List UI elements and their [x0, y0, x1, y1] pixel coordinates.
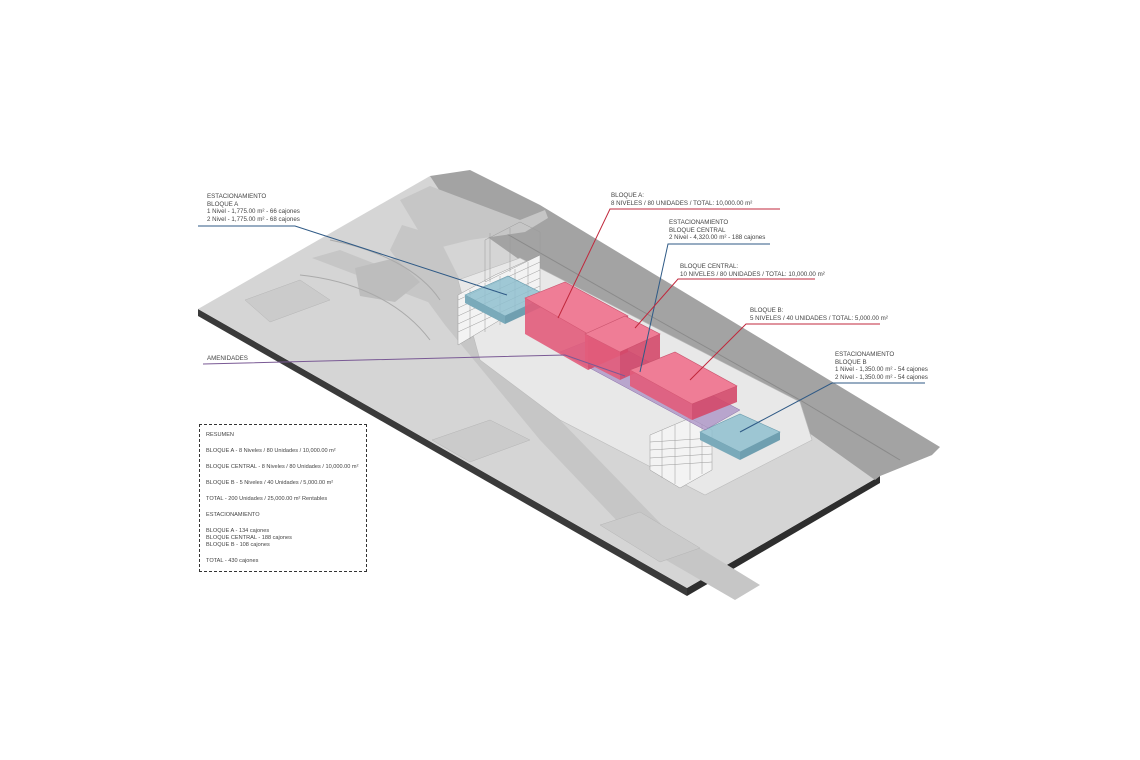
city-block-3 [244, 279, 331, 323]
parking-block-b [699, 413, 781, 460]
city-block-2 [599, 511, 701, 563]
summary-parking-total: TOTAL - 430 cajones [206, 558, 259, 564]
label-estacionamiento-a: ESTACIONAMIENTO BLOQUE A 1 Nivel - 1,775… [207, 193, 300, 223]
housing-block-central [584, 315, 661, 380]
label-bloque-a: BLOQUE A: 8 NIVELES / 80 UNIDADES / TOTA… [611, 192, 753, 207]
leader-bloque-a [557, 208, 780, 319]
leader-est-b [739, 382, 925, 433]
leader-lines [198, 208, 925, 433]
road-curve [329, 239, 441, 301]
hillside-road-edge [499, 229, 901, 461]
city-block-1 [431, 419, 531, 463]
label-bloque-central: BLOQUE CENTRAL: 10 NIVELES / 80 UNIDADES… [680, 263, 825, 278]
leader-bloque-b [689, 323, 880, 381]
summary-parking-a: BLOQUE A - 134 cajones [206, 528, 270, 534]
summary-parking-b: BLOQUE B - 108 cajones [206, 542, 270, 548]
label-estacionamiento-central: ESTACIONAMIENTO BLOQUE CENTRAL 2 Nivel -… [669, 219, 766, 242]
site-base-side-right [687, 476, 880, 596]
hillside-strip [430, 170, 940, 480]
summary-bloque-a: BLOQUE A - 8 Niveles / 80 Unidades / 10,… [206, 448, 336, 454]
site-base-side-left [198, 309, 687, 596]
housing-block-b [629, 351, 738, 420]
leader-amenidades [202, 354, 626, 377]
summary-bloque-central: BLOQUE CENTRAL - 8 Niveles / 80 Unidades… [206, 464, 359, 470]
label-amenidades: AMENIDADES [207, 355, 248, 362]
road-upper [400, 186, 548, 250]
leader-est-a [198, 225, 508, 296]
summary-parking-central: BLOQUE CENTRAL - 188 cajones [206, 535, 292, 541]
label-bloque-b: BLOQUE B: 5 NIVELES / 40 UNIDADES / TOTA… [750, 307, 888, 322]
summary-box: RESUMEN BLOQUE A - 8 Niveles / 80 Unidad… [199, 424, 367, 572]
leader-est-central [639, 243, 770, 373]
summary-title: RESUMEN [206, 432, 234, 438]
label-estacionamiento-b: ESTACIONAMIENTO BLOQUE B 1 Nivel - 1,350… [835, 351, 928, 381]
leader-bloque-central [634, 278, 815, 329]
summary-total: TOTAL - 200 Unidades / 25,000.00 m² Rent… [206, 496, 328, 502]
road-curve-2 [299, 274, 431, 341]
summary-parking-title: ESTACIONAMIENTO [206, 512, 260, 518]
roundabout [355, 258, 420, 302]
summary-bloque-b: BLOQUE B - 5 Niveles / 40 Unidades / 5,0… [206, 480, 334, 486]
